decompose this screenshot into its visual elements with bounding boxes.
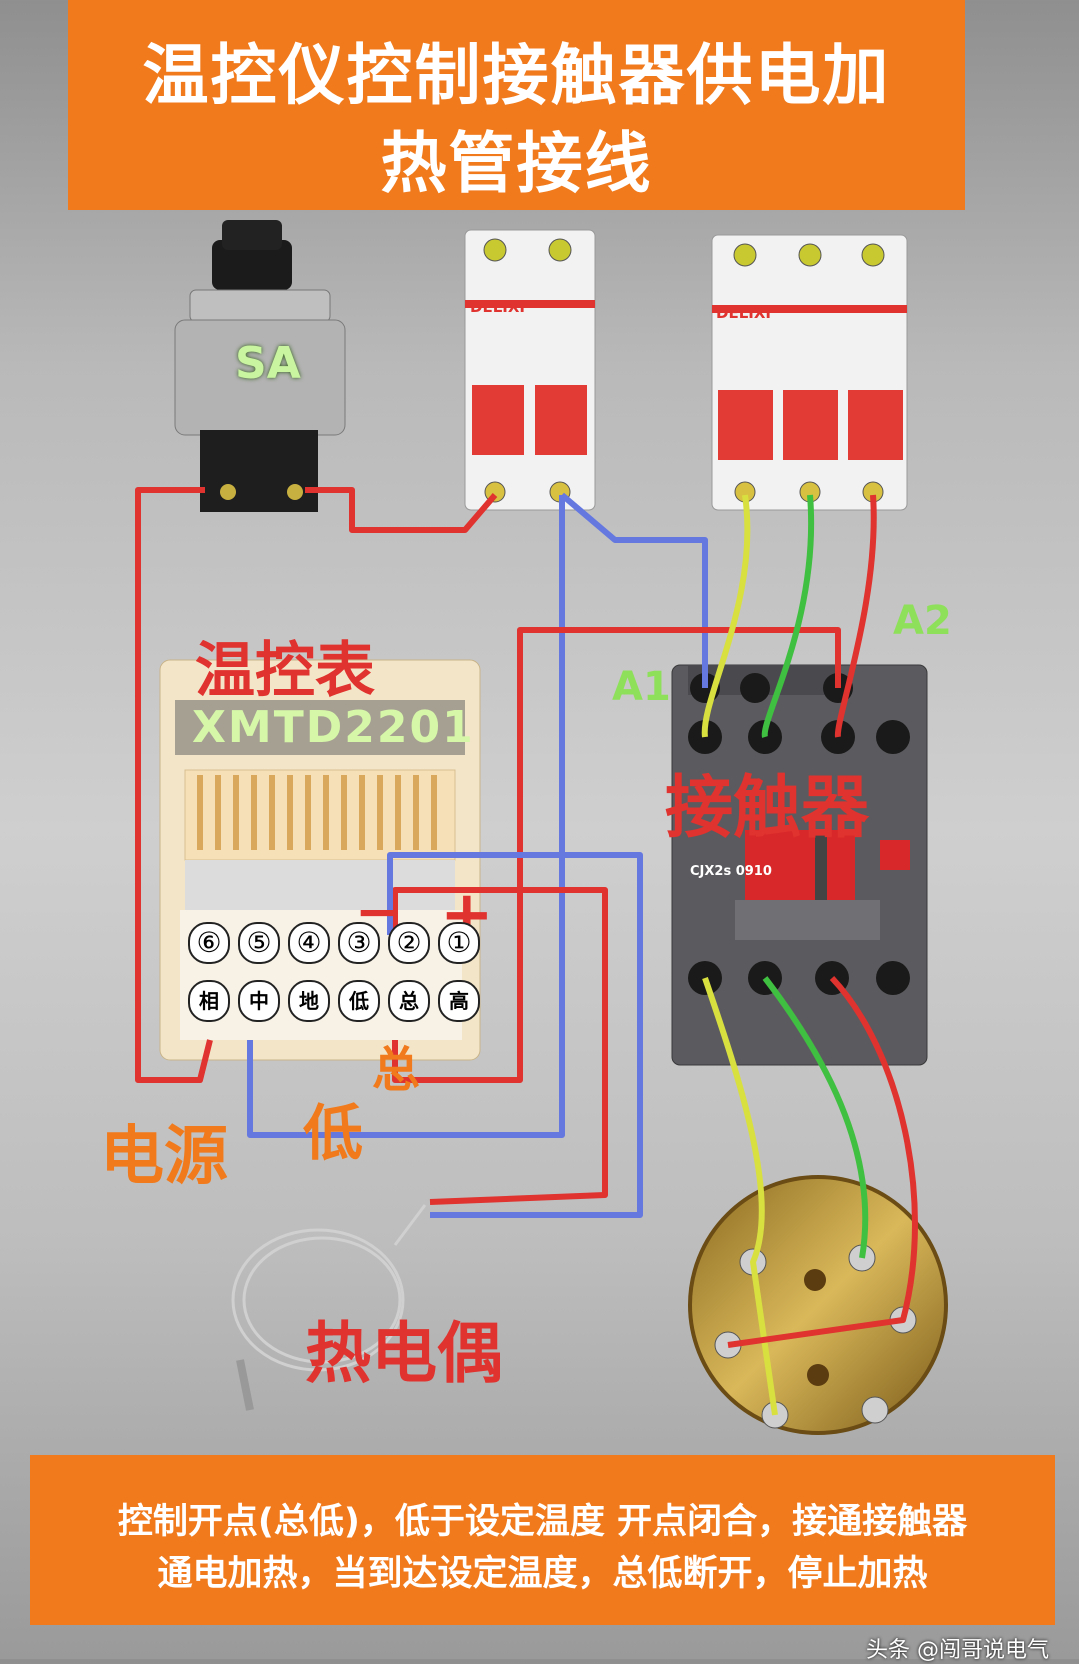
terminal-1[interactable]: ① xyxy=(438,922,480,964)
terminal-neutral[interactable]: 中 xyxy=(238,980,280,1022)
power-label: 电源 xyxy=(100,1120,228,1194)
watermark: 头条 @闯哥说电气 xyxy=(866,1638,1049,1663)
footer-line-2: 通电加热，当到达设定温度，总低断开，停止加热 xyxy=(157,1554,928,1594)
wires xyxy=(135,487,918,1416)
terminal-5[interactable]: ⑤ xyxy=(238,922,280,964)
two-pole-breaker: DELIXI xyxy=(464,229,596,511)
contactor-label: 接触器 xyxy=(665,769,870,848)
contactor-model: CJX2s 0910 xyxy=(690,864,772,879)
terminal-low[interactable]: 低 xyxy=(338,980,380,1022)
switch-label: SA xyxy=(235,338,301,389)
low-label: 低 xyxy=(303,1099,363,1169)
terminal-high[interactable]: 高 xyxy=(438,980,480,1022)
breaker-brand-2: DELIXI xyxy=(716,304,771,322)
terminal-4[interactable]: ④ xyxy=(288,922,330,964)
breaker-brand-1: DELIXI xyxy=(470,298,525,316)
controller-model-label: XMTD2201 xyxy=(192,702,475,753)
terminal-row-functions: 相 中 地 低 总 高 xyxy=(188,980,480,1022)
terminal-3[interactable]: ③ xyxy=(338,922,380,964)
thermocouple-label: 热电偶 xyxy=(305,1315,503,1392)
title-line-2: 热管接线 xyxy=(380,125,653,202)
thermocouple-probe xyxy=(231,1204,427,1411)
three-pole-breaker: DELIXI xyxy=(711,234,908,511)
terminal-6[interactable]: ⑥ xyxy=(188,922,230,964)
footer-line-1: 控制开点(总低)，低于设定温度 开点闭合，接通接触器 xyxy=(117,1502,968,1542)
title-line-1: 温控仪控制接触器供电加 xyxy=(142,37,891,114)
heating-element-flange xyxy=(688,1175,948,1435)
terminal-2[interactable]: ② xyxy=(388,922,430,964)
terminal-common[interactable]: 总 xyxy=(388,980,430,1022)
footer-banner: 控制开点(总低)，低于设定温度 开点闭合，接通接触器 通电加热，当到达设定温度，… xyxy=(30,1455,1055,1625)
controller-name-label: 温控表 xyxy=(195,636,375,706)
a2-label: A2 xyxy=(893,598,952,644)
terminal-ground[interactable]: 地 xyxy=(288,980,330,1022)
title-banner: 温控仪控制接触器供电加 热管接线 xyxy=(68,0,965,210)
terminal-phase[interactable]: 相 xyxy=(188,980,230,1022)
selector-switch xyxy=(174,220,346,512)
a1-label: A1 xyxy=(612,664,671,710)
terminal-row-numbers: ⑥ ⑤ ④ ③ ② ① xyxy=(188,922,480,964)
common-label: 总 xyxy=(372,1042,421,1098)
contactor: CJX2s 0910 xyxy=(671,664,928,1066)
